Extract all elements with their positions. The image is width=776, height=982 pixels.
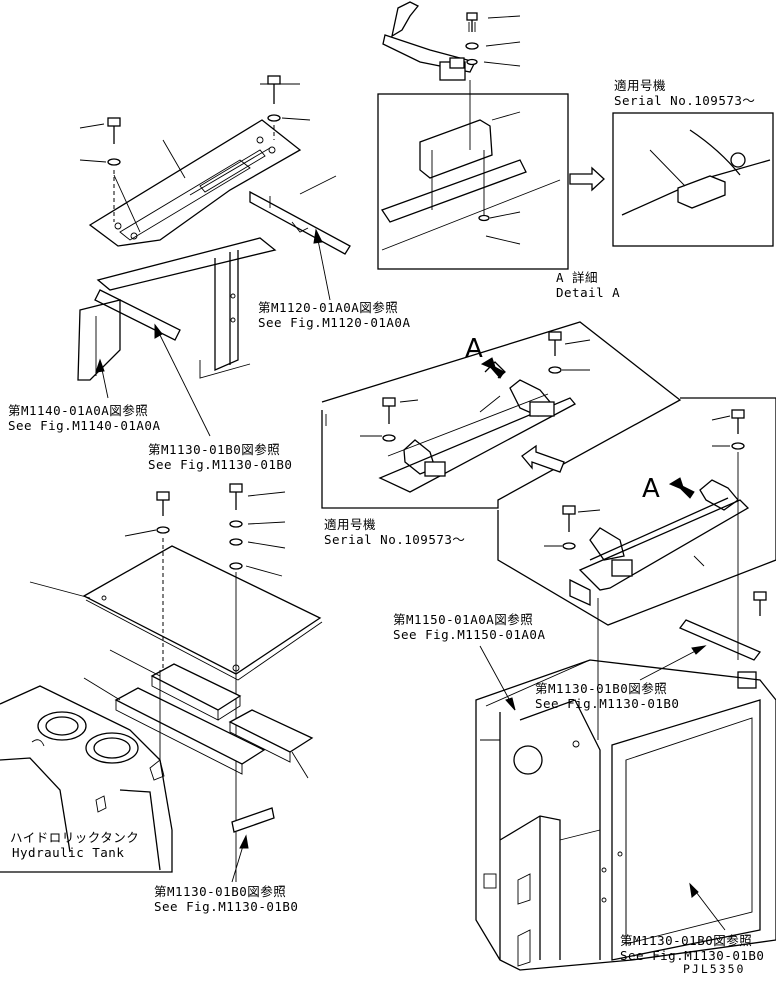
ref-m1130-right-jp: 第M1130-01B0図参照 (535, 681, 668, 696)
ref-m1130-bottom-label: 第M1130-01B0図参照 See Fig.M1130-01B0 (154, 884, 298, 914)
ref-m1140-jp: 第M1140-01A0A図参照 (8, 403, 149, 418)
detail-a-en: Detail A (556, 285, 621, 300)
ref-m1150-jp: 第M1150-01A0A図参照 (393, 612, 534, 627)
marker-a-right: A (642, 474, 660, 504)
hydraulic-tank-label: ハイドロリックタンク Hydraulic Tank (10, 830, 139, 860)
top-cover-plate-assembly (77, 75, 351, 381)
ref-m1130-bottom-en: See Fig.M1130-01B0 (154, 899, 299, 914)
arrow-a-mid (480, 357, 505, 379)
ref-m1130-bottom-right-label: 第M1130-01B0図参照 See Fig.M1130-01B0 (620, 933, 764, 963)
ref-m1120-jp: 第M1120-01A0A図参照 (258, 300, 399, 315)
ref-m1140-en: See Fig.M1140-01A0A (8, 418, 161, 433)
leader-m1130-top (154, 324, 211, 437)
detail-a-hinge-assembly (377, 1, 569, 270)
detail-a-label: A 詳細 Detail A (556, 270, 620, 300)
serial-detail-jp: 適用号機 (614, 78, 667, 93)
hollow-arrow-left (521, 444, 565, 473)
marker-a-mid: A (465, 334, 483, 364)
arrow-a-right (668, 477, 695, 499)
ref-m1130-top-jp: 第M1130-01B0図参照 (148, 442, 281, 457)
serial-detail-box (612, 112, 774, 247)
right-latch-box (497, 397, 776, 740)
lower-cover-plates (29, 483, 323, 833)
hydraulic-tank-en: Hydraulic Tank (12, 845, 125, 860)
ref-m1130-right-label: 第M1130-01B0図参照 See Fig.M1130-01B0 (535, 681, 679, 711)
hydraulic-tank-jp: ハイドロリックタンク (10, 830, 140, 845)
detail-a-jp: A 詳細 (556, 270, 599, 285)
ref-m1120-label: 第M1120-01A0A図参照 See Fig.M1120-01A0A (258, 300, 411, 330)
serial-mid-label: 適用号機 Serial No.109573～ (324, 517, 465, 547)
serial-detail-label: 適用号機 Serial No.109573～ (614, 78, 755, 108)
ref-m1150-label: 第M1150-01A0A図参照 See Fig.M1150-01A0A (393, 612, 546, 642)
ref-m1130-bottom-jp: 第M1130-01B0図参照 (154, 884, 287, 899)
drawing-code: PJL5350 (683, 962, 746, 976)
ref-m1130-right-en: See Fig.M1130-01B0 (535, 696, 680, 711)
hydraulic-tank-drawing (0, 685, 173, 873)
ref-m1130-bottom-right-en: See Fig.M1130-01B0 (620, 948, 765, 963)
ref-m1130-top-label: 第M1130-01B0図参照 See Fig.M1130-01B0 (148, 442, 292, 472)
detail-arrow-right (569, 166, 605, 192)
serial-mid-en: Serial No.109573～ (324, 532, 466, 547)
ref-m1150-en: See Fig.M1150-01A0A (393, 627, 546, 642)
ref-m1130-bottom-right-jp: 第M1130-01B0図参照 (620, 933, 753, 948)
ref-m1120-en: See Fig.M1120-01A0A (258, 315, 411, 330)
serial-detail-en: Serial No.109573～ (614, 93, 756, 108)
ref-m1130-top-en: See Fig.M1130-01B0 (148, 457, 293, 472)
ref-m1140-label: 第M1140-01A0A図参照 See Fig.M1140-01A0A (8, 403, 161, 433)
serial-mid-jp: 適用号機 (324, 517, 377, 532)
radiator-frame-assembly (475, 591, 776, 971)
serial-latch-box (321, 321, 682, 509)
